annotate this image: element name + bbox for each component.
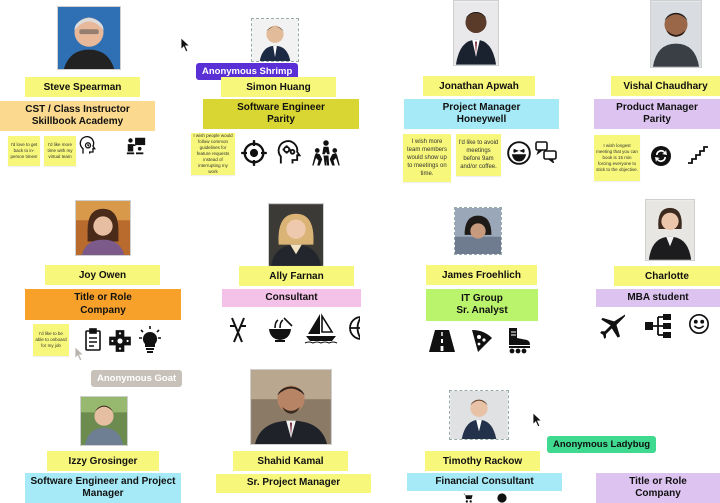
name-joy-owen: Joy Owen [45, 265, 160, 285]
cursor-pointer [74, 346, 85, 362]
name-vishal-chaudhary: Vishal Chaudhary [611, 76, 720, 96]
pizza-icon [470, 328, 494, 354]
laugh-emoji-icon [506, 140, 532, 166]
presenter-icon [125, 134, 147, 158]
avatar-steve-spearman [57, 6, 121, 70]
clipboard-icon [83, 328, 103, 352]
org-chart-icon [644, 312, 672, 340]
avatar-jonathan-apwah [453, 0, 499, 66]
role-timothy-rackow: Financial Consultant [407, 473, 562, 491]
name-izzy-grosinger: Izzy Grosinger [47, 451, 159, 471]
name-steve-spearman: Steve Spearman [25, 77, 140, 97]
role-simon-huang: Software Engineer Parity [203, 99, 359, 129]
avatar-joy-owen [75, 200, 131, 256]
sticky-note[interactable]: I'd love to get back to in-person times! [8, 136, 40, 166]
name-charlotte: Charlotte [614, 266, 720, 286]
name-jonathan-apwah: Jonathan Apwah [423, 76, 535, 96]
avatar-timothy-rackow [449, 390, 509, 440]
stairs-icon [686, 142, 710, 166]
role-izzy-grosinger: Software Engineer and Project Manager [25, 473, 181, 503]
avatar-shahid-kamal [250, 369, 332, 445]
avatar-james-froehlich [454, 207, 502, 255]
cursor-pointer [180, 37, 191, 53]
name-ally-farnan: Ally Farnan [239, 266, 354, 286]
avatar-ally-farnan [268, 203, 324, 267]
name-timothy-rackow: Timothy Rackow [425, 451, 540, 471]
cursor-label-anonymous-shrimp: Anonymous Shrimp [196, 63, 299, 80]
smiley-icon [688, 313, 710, 335]
role-jonathan-apwah: Project Manager Honeywell [404, 99, 559, 129]
cart-icon [455, 493, 481, 503]
beach-ball-icon [348, 315, 360, 341]
avatar-izzy-grosinger [80, 396, 128, 446]
name-simon-huang: Simon Huang [221, 77, 336, 97]
chat-bubbles-icon [534, 139, 558, 163]
name-james-froehlich: James Froehlich [426, 265, 537, 285]
role-james-froehlich: IT Group Sr. Analyst [426, 289, 538, 321]
sticky-note[interactable]: I wish longest meeting that you can book… [594, 135, 640, 181]
role-charlotte: MBA student [596, 289, 720, 307]
avatar-simon-huang [251, 18, 299, 62]
sticky-note[interactable]: I wish more team members would show up t… [403, 134, 451, 182]
role-placeholder: Title or Role Company [596, 473, 720, 503]
sticky-note[interactable]: I wish people would follow common guidel… [191, 133, 235, 175]
sticky-note[interactable]: I'd like to avoid meetings before 9am an… [456, 134, 501, 176]
team-icon [311, 138, 341, 168]
target-icon [240, 139, 268, 167]
airplane-icon [598, 312, 628, 340]
sticky-note[interactable]: I'd like to be able to onboard for my jo… [33, 324, 69, 356]
cursor-label-anonymous-goat: Anonymous Goat [91, 370, 183, 387]
role-ally-farnan: Consultant [222, 289, 361, 307]
ramen-bowl-icon [266, 316, 294, 344]
refresh-icon [649, 144, 673, 168]
car-icon [489, 493, 515, 503]
rollerblade-icon [505, 326, 533, 354]
clock-head-icon [78, 136, 98, 158]
cursor-label-anonymous-ladybug: Anonymous Ladybug [547, 436, 657, 453]
ski-icon [228, 316, 248, 344]
sticky-note[interactable]: I'd like more time with my virtual team [44, 136, 76, 166]
cursor-pointer [532, 412, 543, 428]
role-vishal-chaudhary: Product Manager Parity [594, 99, 720, 129]
lightbulb-icon [139, 326, 161, 354]
role-shahid-kamal: Sr. Project Manager [216, 474, 371, 493]
sailboat-icon [304, 312, 338, 344]
role-joy-owen: Title or Role Company [25, 289, 181, 320]
avatar-vishal-chaudhary [650, 0, 702, 68]
name-shahid-kamal: Shahid Kamal [233, 451, 348, 471]
medical-cross-icon [107, 328, 133, 354]
role-steve-spearman: CST / Class Instructor Skillbook Academy [0, 101, 155, 131]
brain-gears-icon [275, 138, 303, 168]
road-icon [429, 328, 455, 354]
avatar-charlotte [645, 199, 695, 261]
